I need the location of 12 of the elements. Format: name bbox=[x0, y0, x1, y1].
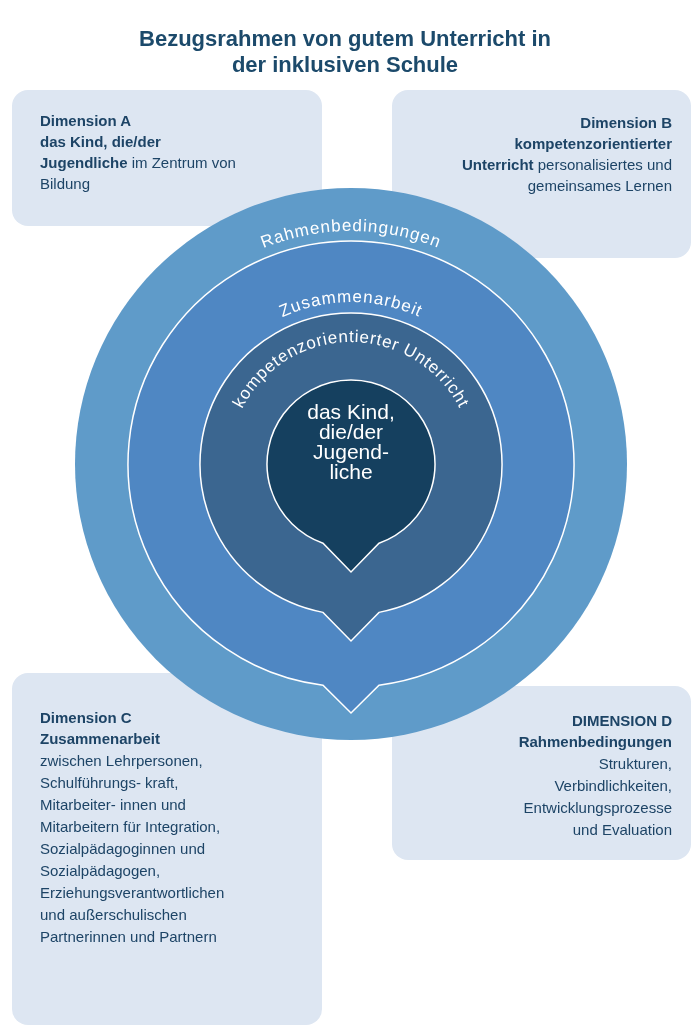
card-text: das Kind, die/der Jugendliche im Zentrum von Bildung bbox=[40, 132, 237, 194]
card-heading: Dimension A bbox=[40, 111, 132, 131]
ring-label: Zusammenarbeit bbox=[276, 286, 426, 321]
card-heading: DIMENSION D bbox=[572, 711, 672, 731]
card-text: Rahmenbedingungen Strukturen, Verbindlichkeiten, Entwicklungsprozesse und Evaluation bbox=[517, 732, 672, 840]
diagram-title: Bezugsrahmen von gutem Unterricht in der inklusiven Schule bbox=[138, 26, 552, 78]
card-heading: Dimension B bbox=[580, 113, 672, 133]
card bbox=[12, 673, 322, 1025]
card-heading: Dimension C bbox=[40, 708, 132, 728]
card-text: kompetenzorientierter Unterricht personalisiertes und gemeinsames Lernen bbox=[460, 134, 672, 196]
card bbox=[392, 686, 691, 860]
card-text: Zusammenarbeit zwischen Lehrpersonen, Schulführungs- kraft, Mitarbeiter- innen und Mitarbeitern für Integration, Sozialpädagoginnen und Sozialpädagogen, Erziehungsverantwortlichen und außerschulischen Partnerinnen und Partnern bbox=[40, 729, 226, 947]
